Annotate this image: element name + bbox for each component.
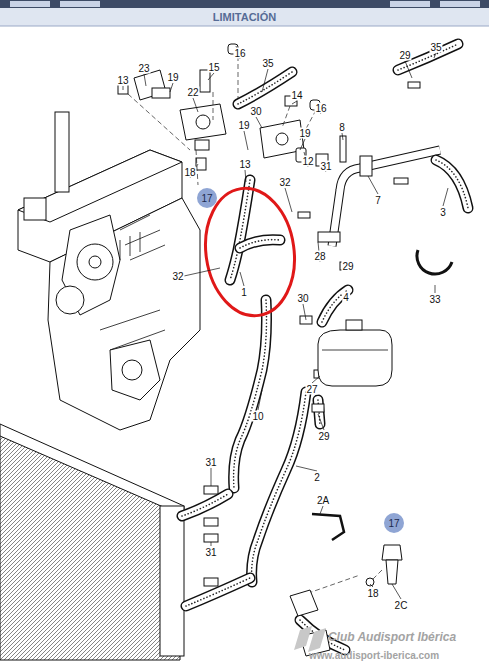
callout-number: 13 bbox=[238, 159, 251, 170]
callout-number: 17 bbox=[201, 193, 212, 204]
callout-number: 18 bbox=[366, 588, 379, 599]
callout-number: 7 bbox=[374, 195, 382, 206]
callout-number: 2A bbox=[316, 495, 330, 506]
callout-number: 1 bbox=[240, 287, 248, 298]
callout-number: 18 bbox=[183, 167, 196, 178]
callout-number: 2 bbox=[313, 472, 321, 483]
callout-number: 16 bbox=[314, 103, 327, 114]
callout-number: 31 bbox=[204, 547, 217, 558]
callout-number: 19 bbox=[298, 128, 311, 139]
callout-number: 32 bbox=[278, 177, 291, 188]
callout-number: 30 bbox=[296, 293, 309, 304]
callout-number: 14 bbox=[290, 90, 303, 101]
callout-number: 27 bbox=[305, 384, 318, 395]
callout-number: 2C bbox=[394, 600, 409, 611]
callout-number: 35 bbox=[261, 58, 274, 69]
callout-number: 12 bbox=[301, 156, 314, 167]
callout-number: 10 bbox=[251, 411, 264, 422]
callout-number: 29 bbox=[317, 431, 330, 442]
callout-number: 33 bbox=[428, 294, 441, 305]
callout-number: 19 bbox=[237, 120, 250, 131]
watermark: www.audisport-iberica.com bbox=[308, 650, 440, 661]
callout-number: 30 bbox=[249, 106, 262, 117]
callout-number: 4 bbox=[342, 292, 350, 303]
callout-number: 31 bbox=[204, 457, 217, 468]
callout-number: 19 bbox=[166, 72, 179, 83]
watermark: Club Audisport Ibérica bbox=[327, 631, 457, 644]
callout-number: 29 bbox=[341, 261, 354, 272]
callout-circle: 17 bbox=[197, 188, 217, 208]
callout-number: 13 bbox=[116, 75, 129, 86]
callout-number: 16 bbox=[233, 48, 246, 59]
callout-number: 3 bbox=[439, 207, 447, 218]
callout-number: 15 bbox=[207, 62, 220, 73]
callout-number: 17 bbox=[388, 518, 399, 529]
callout-number: 35 bbox=[429, 42, 442, 53]
callout-circle: 17 bbox=[384, 513, 404, 533]
callout-number: 29 bbox=[398, 50, 411, 61]
callout-number: 28 bbox=[313, 251, 326, 262]
section-title: LIMITACIÓN bbox=[0, 9, 489, 25]
callout-number: 8 bbox=[338, 122, 346, 133]
callout-number: 22 bbox=[186, 87, 199, 98]
callout-number: 23 bbox=[137, 63, 150, 74]
callout-number: 31 bbox=[319, 161, 332, 172]
callout-number: 32 bbox=[171, 271, 184, 282]
